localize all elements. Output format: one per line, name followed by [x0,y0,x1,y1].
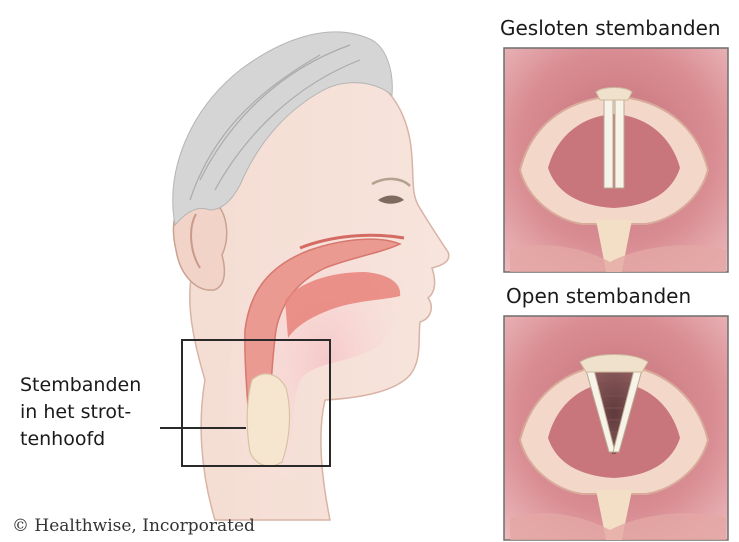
callout-label-line1: Stembanden [20,372,141,399]
larynx-cartilage [247,374,289,466]
closed-vocal-cords-panel [504,48,728,272]
callout-label-line2: in het strot- [20,399,131,426]
open-vocal-cords-panel [504,316,728,540]
copyright-notice: © Healthwise, Incorporated [12,516,255,536]
closed-vocal-cord-left [604,96,613,188]
closed-vocal-cord-right [615,96,624,188]
head-profile [173,32,449,520]
closed-panel-title: Gesloten stembanden [500,16,721,40]
open-panel-title: Open stembanden [506,284,691,308]
callout-label-line3: tenhoofd [20,426,105,453]
